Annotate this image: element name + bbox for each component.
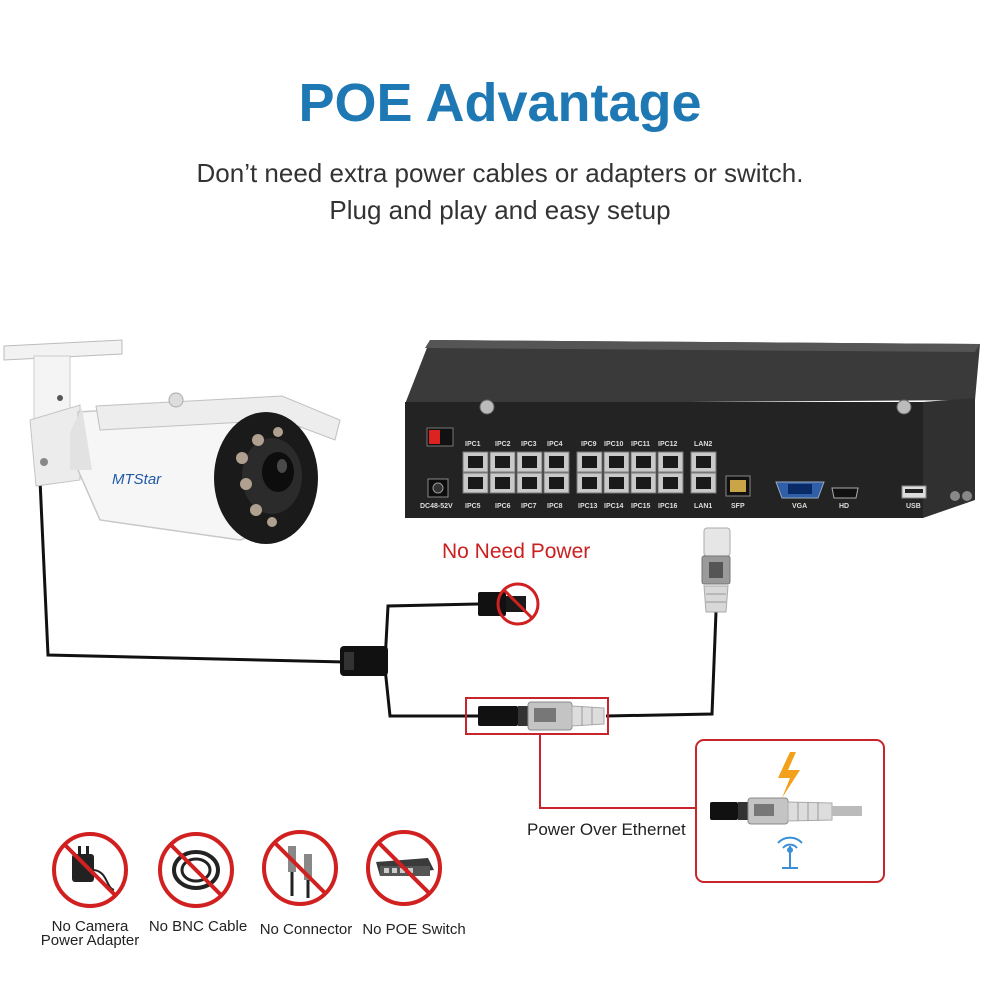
- rj45-port-socket: [549, 477, 564, 489]
- bullet-camera: MTStar: [3, 339, 341, 544]
- caption-line-2: Power Adapter: [40, 932, 140, 949]
- port-label-sfp: SFP: [731, 503, 745, 510]
- splitter-lower-wire: [383, 667, 478, 718]
- splitter-upper-wire: [383, 602, 479, 663]
- page-title: POE Advantage: [298, 73, 702, 133]
- no-bnc-cable-caption: No BNC Cable: [148, 918, 248, 935]
- rj45-port-bank: [462, 451, 717, 494]
- port-label-ipc4: IPC4: [547, 441, 563, 448]
- nvr-cable: [605, 611, 718, 718]
- port-label-lan1: LAN1: [694, 503, 712, 510]
- poe-callout-line: [539, 734, 696, 809]
- port-label-ipc11: IPC11: [631, 441, 650, 448]
- no-poe-switch-icon: [366, 830, 442, 906]
- rj45-port-socket: [696, 477, 711, 489]
- port-label-lan2: LAN2: [694, 441, 712, 448]
- data-signal-icon: [777, 836, 803, 869]
- port-label-ipc5: IPC5: [465, 503, 481, 510]
- no-connector-caption: No Connector: [259, 921, 353, 938]
- camera-cable: [38, 479, 346, 664]
- port-label-ipc13: IPC13: [578, 503, 598, 510]
- dc-power-plug-prohibited: [478, 582, 540, 626]
- no-camera-power-adapter-icon: [52, 832, 128, 908]
- port-label-ipc3: IPC3: [521, 441, 537, 448]
- lightning-icon: [778, 752, 800, 798]
- port-label-ipc6: IPC6: [495, 503, 511, 510]
- power-over-ethernet-label: Power Over Ethernet: [527, 820, 686, 839]
- rj45-port-socket: [663, 477, 678, 489]
- poe-nvr: DC48-52V IPC1 IPC2 IPC3 IPC4 IPC9 IPC10 …: [405, 340, 980, 518]
- rj45-port-socket: [468, 477, 483, 489]
- y-splitter: [340, 646, 388, 676]
- rj45-port-socket: [522, 477, 537, 489]
- port-label-ipc14: IPC14: [604, 503, 624, 510]
- subtitle-line-2: Plug and play and easy setup: [329, 195, 671, 225]
- rj45-port-socket: [582, 477, 597, 489]
- port-label-ipc9: IPC9: [581, 441, 597, 448]
- inline-poe-connector: [465, 697, 609, 735]
- port-label-ipc16: IPC16: [658, 503, 678, 510]
- rj45-port-socket: [696, 456, 711, 468]
- rj45-port-socket: [636, 477, 651, 489]
- port-label-ipc10: IPC10: [604, 441, 624, 448]
- no-poe-switch-caption: No POE Switch: [362, 921, 466, 938]
- port-label-ipc12: IPC12: [658, 441, 678, 448]
- cables: [38, 479, 718, 718]
- no-camera-power-adapter-caption: No Camera Power Adapter: [30, 918, 150, 949]
- rj45-port-socket: [495, 477, 510, 489]
- nvr-ethernet-plug: [701, 527, 731, 613]
- rj45-port-socket: [495, 456, 510, 468]
- port-label-ipc7: IPC7: [521, 503, 537, 510]
- port-label-ipc1: IPC1: [465, 441, 481, 448]
- no-need-power-label: No Need Power: [442, 540, 591, 563]
- rj45-port-socket: [636, 456, 651, 468]
- subtitle-line-1: Don’t need extra power cables or adapter…: [196, 158, 804, 188]
- port-label-ipc8: IPC8: [547, 503, 563, 510]
- rj45-port-socket: [549, 456, 564, 468]
- rj45-port-socket: [468, 456, 483, 468]
- no-connector-icon: [262, 830, 338, 906]
- port-label-ipc15: IPC15: [631, 503, 651, 510]
- port-label-usb: USB: [906, 503, 921, 510]
- camera-brand-label: MTStar: [112, 471, 162, 488]
- caption-line-1: No Camera: [51, 918, 129, 935]
- no-bnc-cable-icon: [158, 832, 234, 908]
- port-label-hd: HD: [839, 503, 849, 510]
- port-label-ipc2: IPC2: [495, 441, 511, 448]
- rj45-port-socket: [663, 456, 678, 468]
- power-input-label: DC48-52V: [420, 503, 453, 510]
- port-label-vga: VGA: [792, 503, 807, 510]
- rj45-port-socket: [522, 456, 537, 468]
- rj45-port-socket: [609, 456, 624, 468]
- poe-detail-box: [695, 739, 885, 883]
- rj45-port-socket: [582, 456, 597, 468]
- rj45-port-socket: [609, 477, 624, 489]
